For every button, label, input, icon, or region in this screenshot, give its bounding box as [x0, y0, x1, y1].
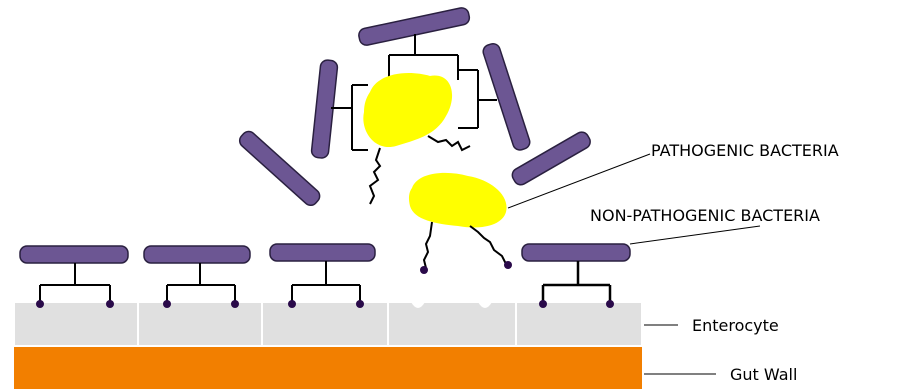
gut-wall [14, 347, 642, 389]
receptor-dot [420, 266, 428, 274]
receptor-dot [106, 300, 114, 308]
non-pathogenic-bacterium-3 [270, 244, 375, 308]
receptor-dot [356, 300, 364, 308]
leader-line-non-pathogenic [630, 226, 760, 244]
receptor-dot [288, 300, 296, 308]
receptor-dot [163, 300, 171, 308]
label-pathogenic-bacteria: PATHOGENIC BACTERIA [651, 143, 839, 159]
non-pathogenic-bacterium-2 [144, 246, 250, 308]
bound-pathogen-cluster [237, 7, 532, 209]
receptor-dot [504, 261, 512, 269]
label-gut-wall: Gut Wall [730, 367, 797, 383]
non-pathogenic-bacterium-1 [20, 246, 128, 308]
receptor-dot [36, 300, 44, 308]
receptor-dot [539, 300, 547, 308]
label-enterocyte: Enterocyte [692, 318, 779, 334]
pathogen-blob [409, 173, 507, 228]
receptor-dot [231, 300, 239, 308]
enterocyte-layer [14, 302, 642, 346]
label-non-pathogenic-bacteria: NON-PATHOGENIC BACTERIA [590, 208, 820, 224]
receptor-dot [606, 300, 614, 308]
non-pathogenic-bacterium-4 [522, 244, 630, 308]
pathogen-blob [363, 73, 452, 147]
